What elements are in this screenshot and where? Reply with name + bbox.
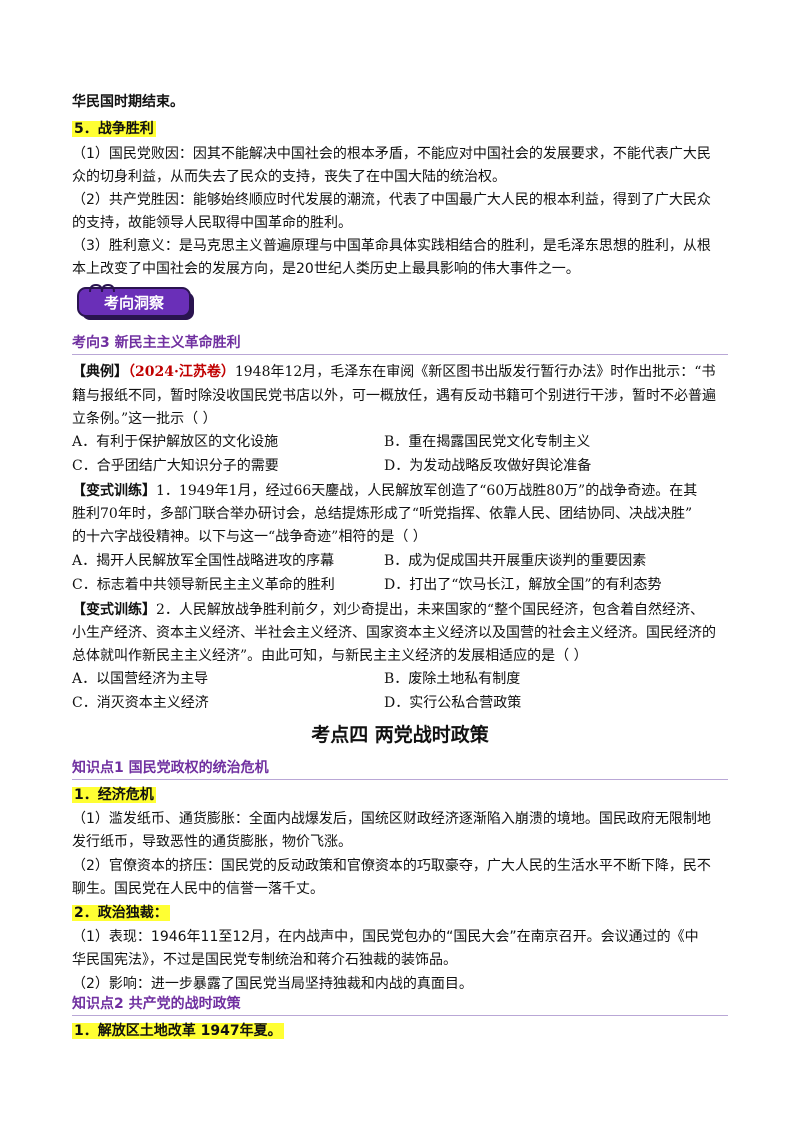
text-line: 发行纸币，导致恶性的通货膨胀，物价飞涨。 [72,834,352,850]
subheading-wrap: 1．解放区土地改革 1947年夏。 [72,1021,284,1041]
text-line: （2）共产党胜因：能够始终顺应时代发展的潮流，代表了中国最广大人民的根本利益，得… [72,192,711,208]
option-b: B．废除土地私有制度 [384,671,521,687]
text-line: （1）滥发纸币、通货膨胀：全面内战爆发后，国统区财政经济逐渐陷入崩溃的境地。国民… [72,811,711,827]
option-d: D．打出了“饮马长江，解放全国”的有利态势 [384,577,662,593]
subheading-wrap: 5．战争胜利 [72,119,156,139]
text-line: 本上改变了中国社会的发展方向，是20世纪人类历史上最具影响的伟大事件之一。 [72,261,580,277]
text-line: （1）国民党败因：因其不能解决中国社会的根本矛盾，不能应对中国社会的发展要求，不… [72,146,711,162]
variant-tag: 【变式训练】 [72,602,156,618]
variant2-line-1: 【变式训练】2．人民解放战争胜利前夕，刘少奇提出，未来国家的“整个国民经济，包含… [72,600,704,620]
variant1-line-3: 的十六字战役精神。以下与这一“战争奇迹”相符的是（ ） [72,529,427,545]
option-c: C．合乎团结广大知识分子的需要 [72,458,279,474]
text-line: （1）表现：1946年11至12月，在内战声中，国民党包办的“国民大会”在南京召… [72,929,699,945]
example-line-3: 立条例。”这一批示（ ） [72,411,217,427]
text-line: 众的切身利益，从而失去了民众的支持，丧失了在中国大陆的统治权。 [72,169,506,185]
option-c: C．消灭资本主义经济 [72,695,209,711]
variant-tag: 【变式训练】 [72,483,156,499]
example-line-1: 【典例】（2024·江苏卷）1948年12月，毛泽东在审阅《新区图书出版发行暂行… [72,362,715,382]
variant2-line-2: 小生产经济、资本主义经济、半社会主义经济、国家资本主义经济以及国营的社会主义经济… [72,625,716,641]
variant-text: 1．1949年1月，经过66天鏖战，人民解放军创造了“60万战胜80万”的战争奇… [156,483,698,499]
subheading-wrap: 2．政治独裁： [72,903,170,923]
option-a: A．有利于保护解放区的文化设施 [72,434,279,450]
option-d: D．实行公私合营政策 [384,695,522,711]
subheading-political-dictatorship: 2．政治独裁： [72,905,170,921]
option-a: A．揭开人民解放军全国性战略进攻的序幕 [72,553,335,569]
subheading-land-reform: 1．解放区土地改革 1947年夏。 [72,1023,284,1039]
knowledge-point-heading: 知识点1 国民党政权的统治危机 [72,757,728,780]
example-source: （2024·江苏卷） [128,364,235,380]
variant-text: 2．人民解放战争胜利前夕，刘少奇提出，未来国家的“整个国民经济，包含着自然经济、 [156,602,705,618]
option-a: A．以国营经济为主导 [72,671,209,687]
option-d: D．为发动战略反攻做好舆论准备 [384,458,592,474]
knowledge-point-heading: 知识点2 共产党的战时政策 [72,993,728,1016]
text-line: （2）影响：进一步暴露了国民党当局坚持独裁和内战的真面目。 [72,976,473,992]
option-b: B．成为促成国共开展重庆谈判的重要因素 [384,553,647,569]
example-line-2: 籍与报纸不同，暂时除没收国民党书店以外，可一概放任，遇有反动书籍可个别进行干涉，… [72,388,716,404]
option-c: C．标志着中共领导新民主主义革命的胜利 [72,577,335,593]
example-text: 1948年12月，毛泽东在审阅《新区图书出版发行暂行办法》时作出批示：“书 [234,364,716,380]
text-line: 华民国时期结束。 [72,94,184,110]
subheading-war-victory: 5．战争胜利 [72,121,156,137]
text-line: 聊生。国民党在人民中的信誉一落千丈。 [72,881,324,897]
badge-label: 考向洞察 [104,294,165,312]
option-b: B．重在揭露国民党文化专制主义 [384,434,591,450]
binder-rings-icon [89,284,115,293]
exam-point-title: 考点四 两党战时政策 [311,724,489,746]
text-line: 的支持，故能领导人民取得中国革命的胜利。 [72,215,352,231]
variant2-line-3: 总体就叫作新民主主义经济”。由此可知，与新民主主义经济的发展相适应的是（ ） [72,648,588,664]
subheading-wrap: 1．经济危机 [72,785,156,805]
variant1-line-1: 【变式训练】1．1949年1月，经过66天鏖战，人民解放军创造了“60万战胜80… [72,481,697,501]
section-badge: 考向洞察 [77,284,194,320]
section-heading: 考向3 新民主主义革命胜利 [72,332,728,355]
subheading-economic-crisis: 1．经济危机 [72,787,156,803]
text-line: （3）胜利意义：是马克思主义普遍原理与中国革命具体实践相结合的胜利，是毛泽东思想… [72,238,711,254]
variant1-line-2: 胜利70年时，多部门联合举办研讨会，总结提炼形成了“听党指挥、依靠人民、团结协同… [72,506,693,522]
text-line: 华民国宪法》，不过是国民党专制统治和蒋介石独裁的装饰品。 [72,952,457,968]
text-line: （2）官僚资本的挤压：国民党的反动政策和官僚资本的巧取豪夺，广大人民的生活水平不… [72,858,711,874]
example-tag: 【典例】 [72,364,128,380]
